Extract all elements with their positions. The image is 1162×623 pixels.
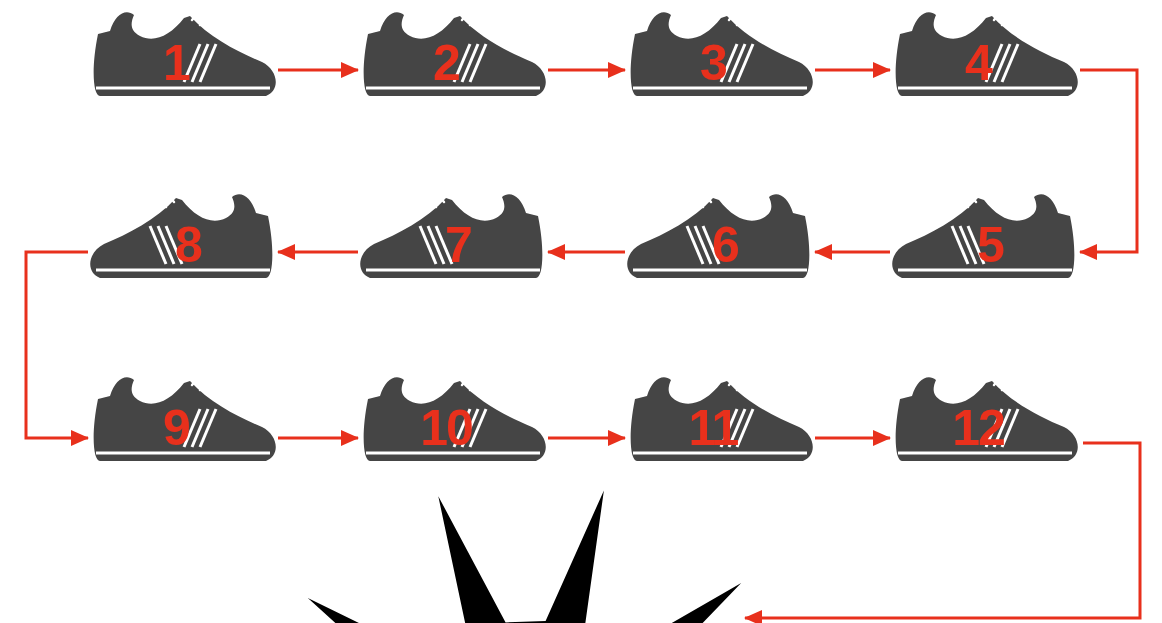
step-number: 1 [74, 38, 278, 88]
flow-arrow [278, 69, 358, 72]
step-number: 3 [611, 38, 815, 88]
step-number: 4 [876, 38, 1080, 88]
step-number: 10 [344, 403, 548, 453]
starburst [262, 490, 798, 623]
step-number: 9 [74, 403, 278, 453]
shoe-node: 3 [625, 8, 815, 100]
flow-arrow [815, 437, 890, 440]
shoe-node: 1 [88, 8, 278, 100]
flow-arrow [548, 69, 625, 72]
shoe-node: 10 [358, 373, 548, 465]
flow-arrow [815, 69, 890, 72]
step-number: 6 [635, 220, 815, 270]
shoe-node: 2 [358, 8, 548, 100]
shoe-node: 9 [88, 373, 278, 465]
shoe-node: 5 [890, 190, 1080, 282]
step-number: 8 [98, 220, 278, 270]
flow-arrow [26, 252, 88, 438]
shoe-node: 8 [88, 190, 278, 282]
shoe-node: 11 [625, 373, 815, 465]
step-number: 12 [876, 403, 1080, 453]
shoe-node: 4 [890, 8, 1080, 100]
flow-arrow [1080, 70, 1137, 252]
shoe-node: 12 [890, 373, 1080, 465]
flow-arrow [548, 251, 625, 254]
shoe-node: 7 [358, 190, 548, 282]
leader-arrow [745, 443, 1140, 618]
flow-arrow [278, 251, 358, 254]
flow-arrow [278, 437, 358, 440]
flow-arrow [548, 437, 625, 440]
step-number: 2 [344, 38, 548, 88]
step-number: 11 [611, 403, 815, 453]
shoe-node: 6 [625, 190, 815, 282]
step-number: 7 [368, 220, 548, 270]
step-number: 5 [900, 220, 1080, 270]
flow-arrow [815, 251, 890, 254]
